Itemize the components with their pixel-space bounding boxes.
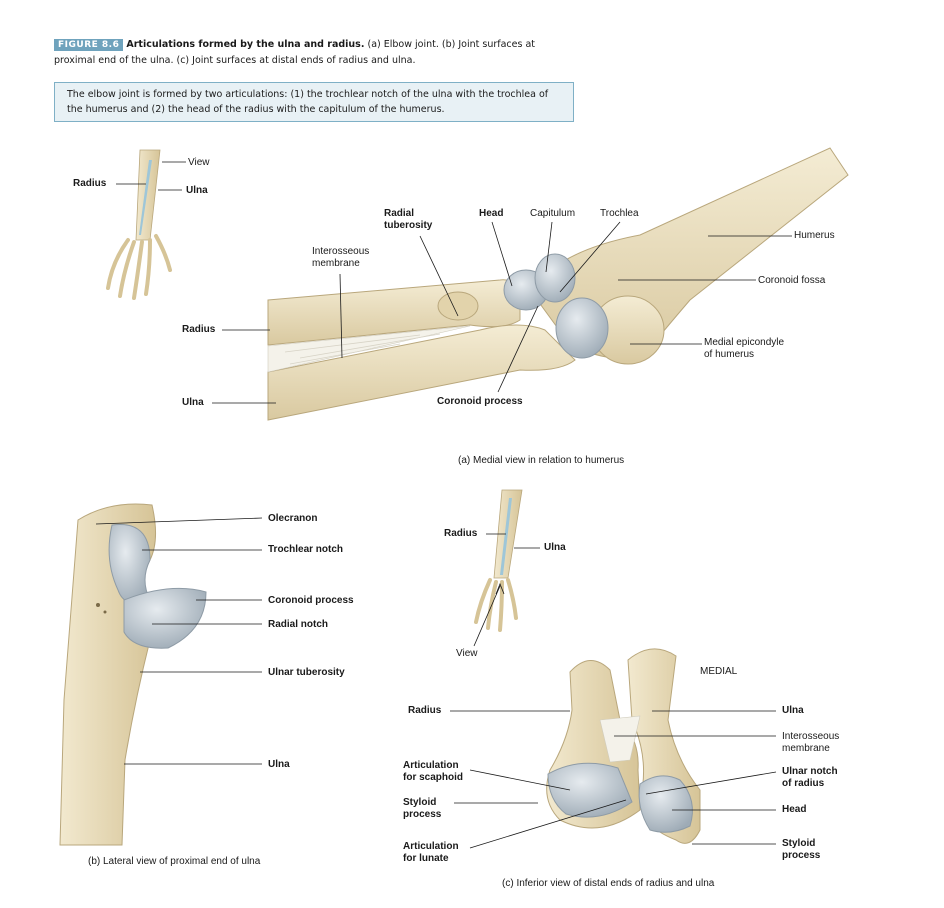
proximal-ulna-b bbox=[59, 503, 207, 846]
note-line2: the humerus and (2) the head of the radi… bbox=[67, 104, 445, 115]
figure-caption-line1: (a) Elbow joint. (b) Joint surfaces at bbox=[367, 39, 535, 50]
label-trochlear-notch: Trochlear notch bbox=[268, 544, 344, 555]
label-trochlea: Trochlea bbox=[600, 208, 639, 219]
capitulum-cartilage bbox=[534, 253, 576, 303]
label-ulnar-tuberosity: Ulnar tuberosity bbox=[268, 667, 345, 678]
label-medial: MEDIAL bbox=[700, 666, 738, 677]
label-radius-c: Radius bbox=[408, 705, 442, 716]
label-radius-styloid-2: process bbox=[403, 809, 442, 820]
caption-panel-c: (c) Inferior view of distal ends of radi… bbox=[502, 878, 715, 889]
label-head-a: Head bbox=[479, 208, 504, 219]
label-interosseous-a-1: Interosseous bbox=[312, 246, 370, 257]
label-ulna-c: Ulna bbox=[782, 705, 804, 716]
figure-caption-line2: proximal end of the ulna. (c) Joint surf… bbox=[54, 55, 416, 66]
arm-orientation-a bbox=[106, 149, 172, 300]
label-olecranon: Olecranon bbox=[268, 513, 318, 524]
figure-tag: FIGURE 8.6 bbox=[54, 39, 124, 51]
orient-a-radius-label: Radius bbox=[73, 178, 107, 189]
note-line1: The elbow joint is formed by two articul… bbox=[67, 89, 549, 100]
distal-radius-ulna-c bbox=[546, 648, 701, 844]
label-interosseous-a-2: membrane bbox=[312, 258, 360, 269]
note-box: The elbow joint is formed by two articul… bbox=[54, 82, 574, 122]
arm-orientation-c bbox=[474, 489, 523, 632]
label-ulna-styloid-1: Styloid bbox=[782, 838, 816, 849]
label-medial-epicondyle-2: of humerus bbox=[704, 349, 755, 360]
label-radial-tuberosity-2: tuberosity bbox=[384, 220, 433, 231]
orient-c-view-label: View bbox=[456, 648, 478, 659]
label-medial-epicondyle-1: Medial epicondyle bbox=[704, 337, 785, 348]
label-art-scaphoid-2: for scaphoid bbox=[403, 772, 464, 783]
humerus-bone bbox=[529, 147, 849, 365]
label-ulna-styloid-2: process bbox=[782, 850, 821, 861]
label-ulnar-notch-2: of radius bbox=[782, 778, 825, 789]
label-radius-a: Radius bbox=[182, 324, 216, 335]
figure-title: Articulations formed by the ulna and rad… bbox=[126, 39, 365, 50]
trochlea-cartilage bbox=[555, 297, 609, 359]
label-ulnar-notch-1: Ulnar notch bbox=[782, 766, 838, 777]
label-coronoid-process-a: Coronoid process bbox=[437, 396, 523, 407]
label-art-scaphoid-1: Articulation bbox=[403, 760, 459, 771]
orient-a-view-label: View bbox=[188, 157, 210, 168]
label-interosseous-c-1: Interosseous bbox=[782, 731, 840, 742]
label-capitulum: Capitulum bbox=[530, 208, 576, 219]
label-head-c: Head bbox=[782, 804, 807, 815]
label-radius-styloid-1: Styloid bbox=[403, 797, 437, 808]
label-ulna-a: Ulna bbox=[182, 397, 204, 408]
radius-bone bbox=[267, 279, 521, 346]
caption-panel-b: (b) Lateral view of proximal end of ulna bbox=[88, 856, 261, 867]
label-art-lunate-1: Articulation bbox=[403, 841, 459, 852]
label-interosseous-c-2: membrane bbox=[782, 743, 830, 754]
label-radial-notch: Radial notch bbox=[268, 619, 329, 630]
label-radial-tuberosity-1: Radial bbox=[384, 208, 415, 219]
orient-c-ulna-label: Ulna bbox=[544, 542, 566, 553]
label-coronoid-process-b: Coronoid process bbox=[268, 595, 354, 606]
caption-panel-a: (a) Medial view in relation to humerus bbox=[458, 455, 625, 466]
orient-a-ulna-label: Ulna bbox=[186, 185, 208, 196]
orient-c-radius-label: Radius bbox=[444, 528, 478, 539]
label-humerus: Humerus bbox=[794, 230, 835, 241]
label-coronoid-fossa: Coronoid fossa bbox=[758, 275, 826, 286]
label-art-lunate-2: for lunate bbox=[403, 853, 449, 864]
label-ulna-b: Ulna bbox=[268, 759, 290, 770]
figure-caption: FIGURE 8.6 Articulations formed by the u… bbox=[54, 38, 535, 52]
